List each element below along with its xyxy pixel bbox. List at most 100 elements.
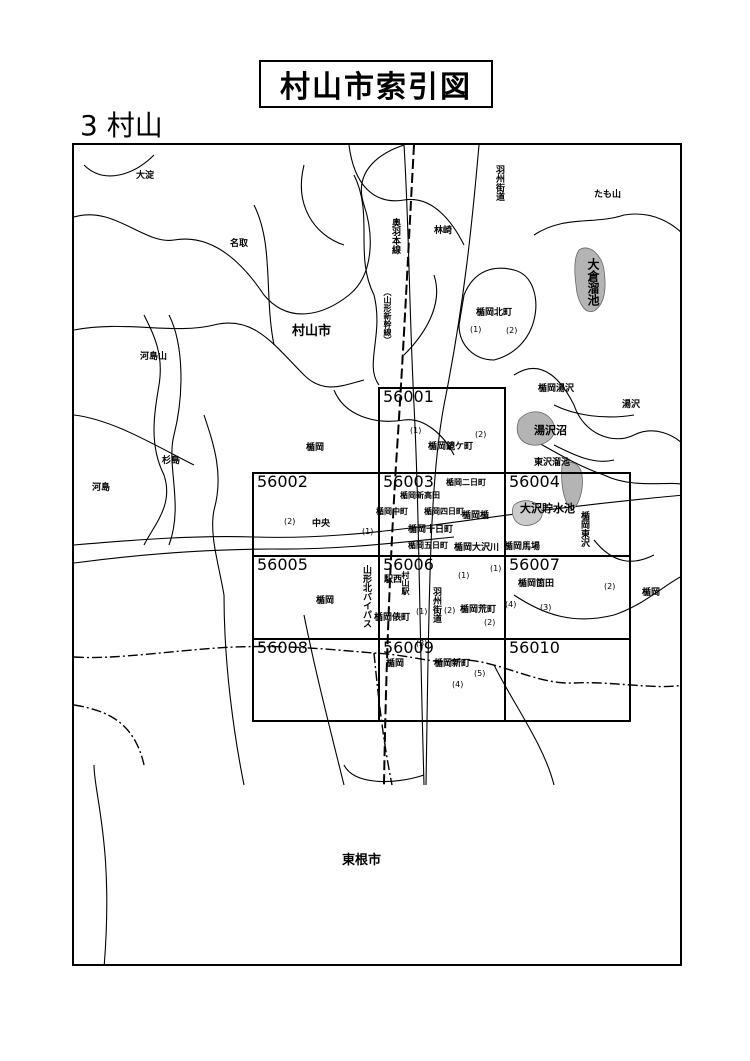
place-label: 楯岡俵町 <box>374 613 411 623</box>
grid-code: 56007 <box>509 555 560 574</box>
kitamachi-boundary <box>458 267 537 361</box>
boundary-line <box>74 322 365 388</box>
subdivision-label: (1) <box>470 325 482 334</box>
base-map <box>74 145 680 964</box>
place-label: 楯岡 <box>316 596 335 606</box>
place-label: 楯岡大沢川 <box>454 543 500 553</box>
subdivision-label: (2) <box>284 517 296 526</box>
pond-label: 大倉溜池 <box>586 258 600 306</box>
place-label: 楯岡楯 <box>462 511 490 521</box>
place-label: 楯岡 <box>386 659 405 669</box>
grid-cell-56004[interactable]: 56004 <box>505 473 630 556</box>
grid-cell-56007[interactable]: 56007 <box>505 556 630 639</box>
road <box>553 404 635 418</box>
okura-pond <box>574 247 606 313</box>
place-label: 河島 <box>92 483 111 493</box>
place-label: 村山市 <box>292 324 332 339</box>
subdivision-label: (1) <box>410 426 422 435</box>
road <box>493 664 555 786</box>
grid-code: 56006 <box>383 555 434 574</box>
road <box>253 204 275 346</box>
place-label: 楯岡荒町 <box>460 605 497 615</box>
road-label: 羽州街道 <box>494 165 504 201</box>
subdivision-label: (1) <box>458 571 470 580</box>
boundary-line <box>353 174 380 386</box>
kawashima-boundary <box>143 314 168 546</box>
boundary-line <box>74 145 405 315</box>
city-boundary <box>74 704 145 766</box>
grid-code: 56008 <box>257 638 308 657</box>
place-label: 楯岡湯沢 <box>538 384 575 394</box>
place-label: 湯沢沼 <box>534 424 567 437</box>
grid-cell-56008[interactable]: 56008 <box>253 639 379 721</box>
subdivision-label: (1) <box>416 607 428 616</box>
place-label: 楯岡四日町 <box>424 507 464 516</box>
grid-cell-56010[interactable]: 56010 <box>505 639 630 721</box>
road <box>343 764 425 783</box>
place-label: 楯岡箇田 <box>518 579 555 589</box>
map-frame: 56001 56002 56003 56004 56005 56006 5600… <box>72 143 682 966</box>
place-label: 楯岡二日町 <box>446 478 486 487</box>
place-label: 楯岡 <box>306 443 325 453</box>
place-label: 河島山 <box>140 352 168 362</box>
road <box>74 536 455 564</box>
place-label: 楯岡新高田 <box>400 491 440 500</box>
subdivision-label: (2) <box>444 606 456 615</box>
place-label: 楯岡中町 <box>376 507 408 516</box>
subdivision-label: (3) <box>416 639 428 648</box>
grid-cell-56002[interactable]: 56002 <box>253 473 379 556</box>
place-label: 駅西 <box>384 575 403 585</box>
grid-code: 56004 <box>509 472 560 491</box>
place-label: 名取 <box>230 239 249 249</box>
boundary-line <box>533 213 680 236</box>
place-label: 楯岡十日町 <box>408 525 454 535</box>
subdivision-label: (2) <box>484 618 496 627</box>
road <box>593 539 655 562</box>
city-boundary <box>74 645 680 688</box>
osawa-reservoir <box>512 500 543 526</box>
boundary-line <box>513 367 680 443</box>
grid-cell-56005[interactable]: 56005 <box>253 556 379 639</box>
road <box>74 494 680 546</box>
grid-code: 56002 <box>257 472 308 491</box>
boundary-line <box>403 274 438 356</box>
kawashima-boundary <box>168 314 182 546</box>
boundary-line <box>348 145 465 246</box>
grid-code: 56010 <box>509 638 560 657</box>
subdivision-label: (2) <box>506 326 518 335</box>
grid-cell-56006[interactable]: 56006 <box>379 556 505 639</box>
road-label: 山形北バイパス <box>361 565 371 628</box>
place-label: 楯岡五日町 <box>408 541 448 550</box>
place-label: 杉島 <box>162 456 181 466</box>
grid-code: 56005 <box>257 555 308 574</box>
road <box>425 145 480 786</box>
boundary-line <box>83 154 155 177</box>
place-label-vertical: 楯岡東沢 <box>579 511 589 547</box>
grid-cell-56003[interactable]: 56003 <box>379 473 505 556</box>
higashizawa-pond <box>561 461 583 511</box>
grid-code: 56001 <box>383 387 434 406</box>
grid-code: 56003 <box>383 472 434 491</box>
place-label: 中央 <box>312 519 331 529</box>
place-label: 楯岡 <box>642 588 661 598</box>
subdivision-label: (2) <box>475 430 487 439</box>
road <box>513 576 680 620</box>
place-label: たも山 <box>594 190 622 200</box>
place-label: 楯岡鏡ケ町 <box>428 442 474 452</box>
grid-cell-56009[interactable]: 56009 <box>379 639 505 721</box>
place-label: 楯岡北町 <box>476 308 513 318</box>
subdivision-label: (4) <box>505 600 517 609</box>
chuo-boundary <box>203 414 225 596</box>
place-label: 林崎 <box>434 226 453 236</box>
chuo-boundary <box>333 389 455 456</box>
subdivision-label: (5) <box>474 669 486 678</box>
road <box>403 145 425 786</box>
road-label: 羽州街道 <box>431 587 441 623</box>
grid-outline-main <box>252 472 631 722</box>
subdivision-label: (1) <box>490 564 502 573</box>
boundary-line <box>300 164 345 246</box>
map-title: 村山市索引図 <box>259 60 493 108</box>
subdivision-label: (2) <box>604 582 616 591</box>
grid-cell-56001[interactable]: 56001 <box>379 388 505 473</box>
map-subtitle: 3 村山 <box>80 109 163 142</box>
